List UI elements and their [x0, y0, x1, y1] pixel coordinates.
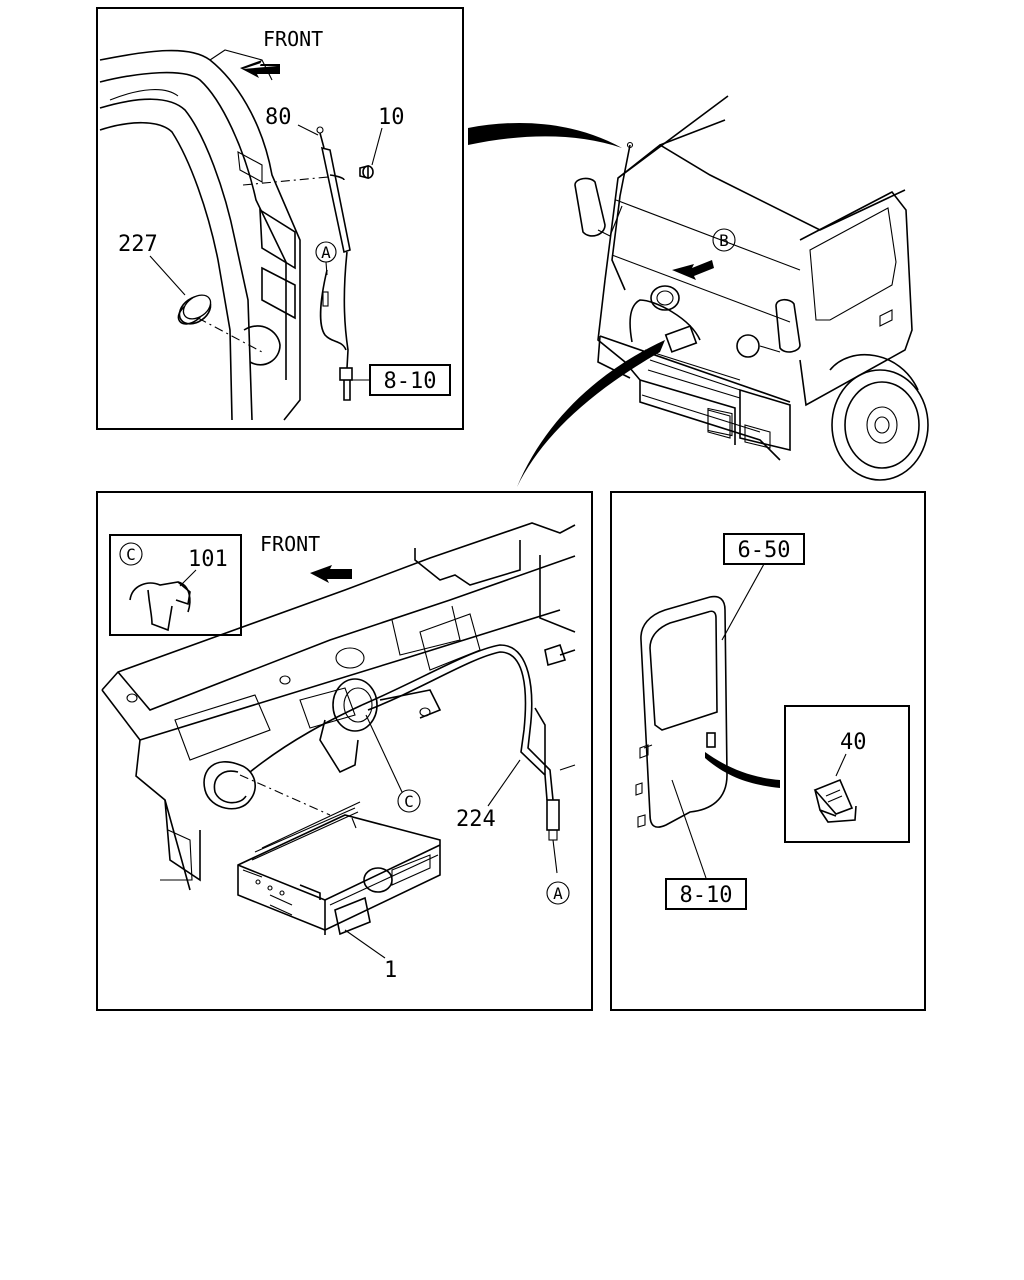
svg-text:6-50: 6-50 — [738, 538, 791, 563]
svg-text:B: B — [719, 231, 729, 250]
svg-text:8-10: 8-10 — [384, 369, 437, 394]
clip-part-101 — [129, 581, 191, 632]
antenna-cable-part-224 — [203, 644, 560, 874]
callout-swoosh-bottom — [517, 340, 665, 487]
antenna-ref-box-8-10[interactable]: 8-10 — [352, 364, 451, 396]
door-panel: 6-50 40 — [610, 491, 926, 1011]
grommet-part-227 — [177, 294, 212, 325]
antenna-front-label: FRONT — [263, 27, 323, 51]
callout-swoosh-top — [468, 122, 622, 148]
bolt-part-10 — [359, 164, 374, 180]
antenna-panel: FRONT — [96, 7, 464, 430]
truck-overview: B — [574, 95, 929, 481]
clip-inset-box: C 101 — [109, 534, 242, 636]
antenna-front-arrow-icon — [240, 60, 280, 78]
radio-ref-circle-a: A — [546, 881, 570, 905]
callout-part-227: 227 — [118, 232, 158, 257]
radio-front-arrow-icon — [310, 565, 352, 583]
svg-text:8-10: 8-10 — [680, 883, 733, 908]
inset-circle-c: C — [126, 545, 136, 564]
callout-part-10: 10 — [378, 105, 405, 130]
radio-front-label: FRONT — [260, 532, 320, 556]
a-pillar-outline — [99, 49, 301, 421]
door-trim-outline — [635, 595, 728, 828]
clip-part-40 — [813, 778, 857, 823]
door-ref-box-6-50[interactable]: 6-50 — [723, 533, 805, 565]
svg-text:A: A — [321, 243, 331, 262]
truck-ref-circle-b: B — [712, 228, 736, 252]
radio-callout-circle-c: C — [397, 789, 421, 813]
callout-part-40: 40 — [840, 730, 867, 755]
truck-ref-arrow-b-icon — [672, 260, 714, 280]
door-ref-box-8-10[interactable]: 8-10 — [665, 878, 747, 910]
callout-part-101: 101 — [188, 547, 228, 572]
callout-swoosh-door — [705, 752, 780, 788]
callout-part-80: 80 — [265, 105, 292, 130]
callout-part-224: 224 — [456, 807, 496, 832]
svg-text:A: A — [553, 884, 563, 903]
door-clip-inset-box: 40 — [784, 705, 910, 843]
svg-text:C: C — [404, 792, 414, 811]
radio-unit-part-1 — [237, 801, 441, 936]
antenna-rod-part-80 — [316, 126, 353, 401]
radio-panel: C 101 FRONT — [96, 491, 593, 1011]
dashboard-frame-outline — [101, 522, 576, 891]
antenna-ref-circle-a: A — [315, 241, 337, 263]
callout-part-1: 1 — [384, 958, 397, 983]
